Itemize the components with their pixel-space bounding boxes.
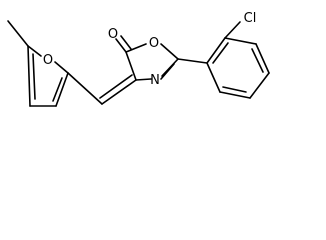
bond-furan-o1-c2 <box>54 61 69 74</box>
bond-c2-aryl <box>177 58 208 64</box>
carbonyl-oxygen-label: O <box>108 27 118 42</box>
bond-furan-c2-c3-inner <box>52 77 63 102</box>
bond-furan-c4-c5-inner <box>32 53 36 100</box>
bond-ar-c1-c2 <box>206 37 226 64</box>
bond-ar-c2-c3 <box>224 37 257 45</box>
bond-ar-c3-c4-inner <box>251 48 264 73</box>
furan-oxygen-label: O <box>43 53 53 68</box>
bond-ch-c4 <box>101 79 137 105</box>
bond-carbonyl-a <box>115 38 127 53</box>
molecule-drawing: O O O N Cl <box>7 11 270 107</box>
bond-o1-c2 <box>160 43 179 60</box>
bond-c5-o1 <box>125 43 147 53</box>
bond-methyl <box>7 20 29 47</box>
ring-oxygen-label: O <box>149 36 159 51</box>
bond-ar-c5-c6 <box>219 91 251 99</box>
bonds <box>7 20 270 107</box>
structure-diagram: O O O N Cl <box>7 11 270 107</box>
bond-ar-c3-c4 <box>255 43 270 74</box>
bond-ar-c4-c5 <box>249 72 270 99</box>
atom-labels: O O O N Cl <box>43 11 256 88</box>
bond-ch-c4-double <box>99 74 133 99</box>
ring-nitrogen-label: N <box>150 73 160 88</box>
bond-ar-c5-c6-inner <box>222 86 247 93</box>
chlorine-label: Cl <box>244 11 257 26</box>
bond-furan-c4-c5 <box>27 45 31 107</box>
bond-ar-c1-c2-inner <box>212 42 229 64</box>
bond-carbonyl-b <box>120 35 132 50</box>
bond-c4-c5 <box>125 51 137 81</box>
bond-furan-c5-o1 <box>27 45 42 57</box>
bond-furan-ch <box>67 72 103 105</box>
bond-furan-c2-c3 <box>55 72 69 107</box>
bond-c2-n3-double <box>160 63 175 80</box>
bond-ar-c6-c1 <box>206 62 221 93</box>
bond-c-cl <box>224 21 241 39</box>
bond-n3-c4 <box>135 78 152 81</box>
